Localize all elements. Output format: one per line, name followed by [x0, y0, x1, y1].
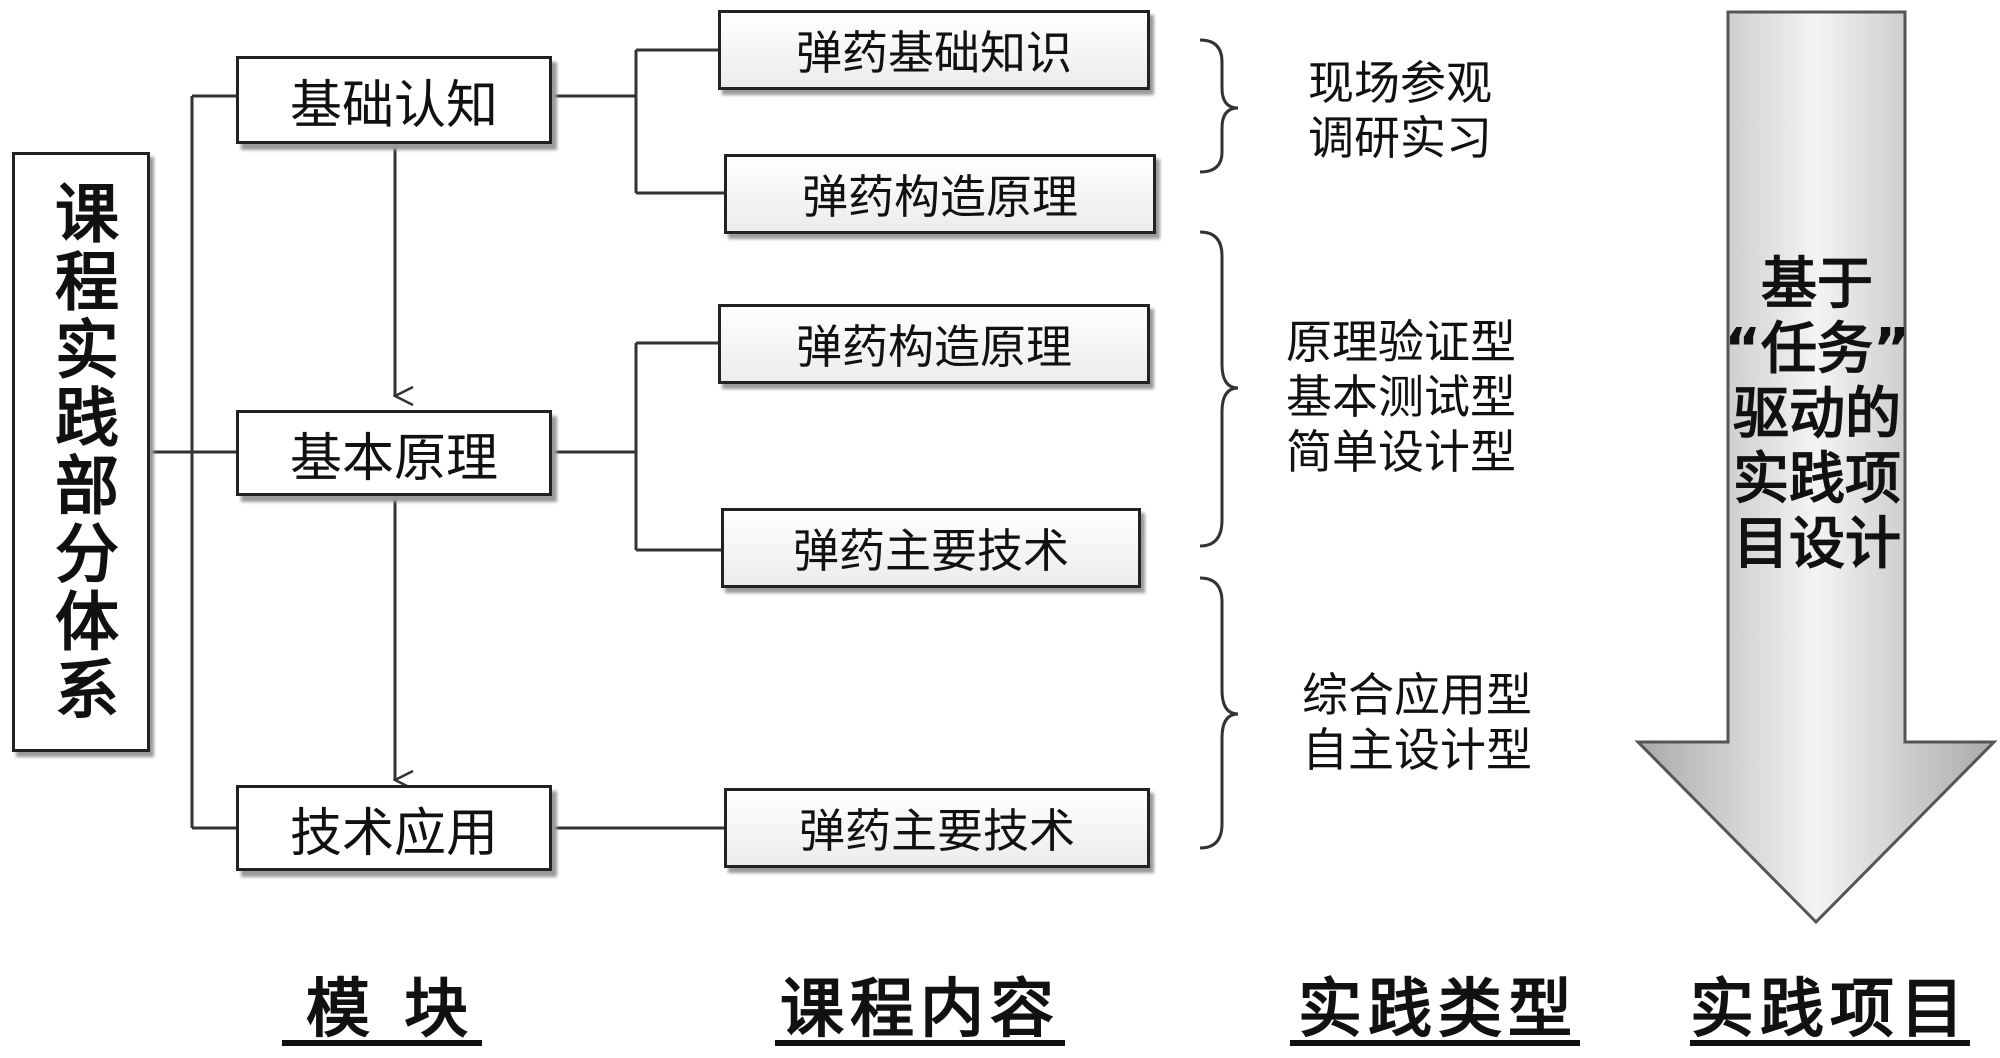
footer-practice-project-underline: [1690, 1040, 1970, 1046]
practice-type-item: 简单设计型: [1286, 425, 1516, 479]
footer-label: 实践项目: [1690, 973, 1970, 1047]
content-ammo-tech-2: 弹药主要技术: [724, 788, 1150, 868]
module-technical-application: 技术应用: [236, 785, 552, 871]
practice-type-item: 调研实习: [1308, 111, 1492, 165]
bracket-group3: [1199, 576, 1239, 850]
arrow-label-line: 驱动的: [1733, 382, 1901, 447]
footer-modules: 模 块: [280, 958, 500, 1050]
system-to-modules-connector: [150, 94, 236, 830]
system-title: 课程实践部分体系: [44, 180, 118, 724]
content-label: 弹药构造原理: [796, 320, 1072, 374]
arrow-label-line: 目设计: [1733, 512, 1901, 577]
practice-type-item: 自主设计型: [1302, 723, 1532, 777]
footer-label: 课程内容: [780, 973, 1060, 1047]
module-label: 技术应用: [289, 803, 498, 864]
footer-practice-type: 实践类型: [1288, 958, 1588, 1050]
footer-course-content-underline: [775, 1040, 1065, 1046]
arrow-label-line: 实践项: [1733, 447, 1901, 512]
footer-label: 模 块: [305, 973, 475, 1047]
footer-label: 实践类型: [1298, 973, 1578, 1047]
arrow-label-line: 基于: [1761, 252, 1873, 317]
module-basic-principle: 基本原理: [236, 410, 552, 496]
module2-content-connector: [552, 341, 721, 552]
content-label: 弹药构造原理: [802, 170, 1078, 224]
arrow-label-line: “任务”: [1724, 317, 1910, 382]
content-ammo-structure-2: 弹药构造原理: [718, 304, 1150, 384]
practice-type-item: 综合应用型: [1302, 668, 1532, 722]
practice-type-group3: 综合应用型 自主设计型: [1302, 668, 1532, 778]
system-title-box: 课程实践部分体系: [12, 152, 150, 752]
practice-type-item: 基本测试型: [1286, 370, 1516, 424]
arrow-label: 基于 “任务” 驱动的 实践项 目设计: [1712, 252, 1922, 577]
content-label: 弹药基础知识: [796, 26, 1072, 80]
module1-content-connector: [552, 48, 724, 195]
module-label: 基础认知: [289, 75, 498, 136]
content-ammo-tech-1: 弹药主要技术: [721, 508, 1141, 588]
footer-course-content: 课程内容: [770, 958, 1070, 1050]
content-ammo-basics: 弹药基础知识: [718, 10, 1150, 90]
content-ammo-structure-1: 弹药构造原理: [724, 154, 1156, 234]
practice-type-item: 原理验证型: [1286, 315, 1516, 369]
content-label: 弹药主要技术: [799, 804, 1075, 858]
practice-type-group1: 现场参观 调研实习: [1308, 56, 1492, 166]
practice-type-group2: 原理验证型 基本测试型 简单设计型: [1286, 315, 1516, 480]
footer-modules-underline: [282, 1040, 482, 1046]
module-basic-cognition: 基础认知: [236, 56, 552, 144]
big-down-arrow: [1634, 10, 1998, 925]
bracket-group2: [1199, 230, 1239, 548]
module-label: 基本原理: [289, 428, 498, 489]
footer-practice-type-underline: [1290, 1040, 1580, 1046]
bracket-group1: [1199, 38, 1239, 174]
footer-practice-project: 实践项目: [1680, 958, 1980, 1050]
practice-type-item: 现场参观: [1308, 56, 1492, 110]
content-label: 弹药主要技术: [793, 524, 1069, 578]
